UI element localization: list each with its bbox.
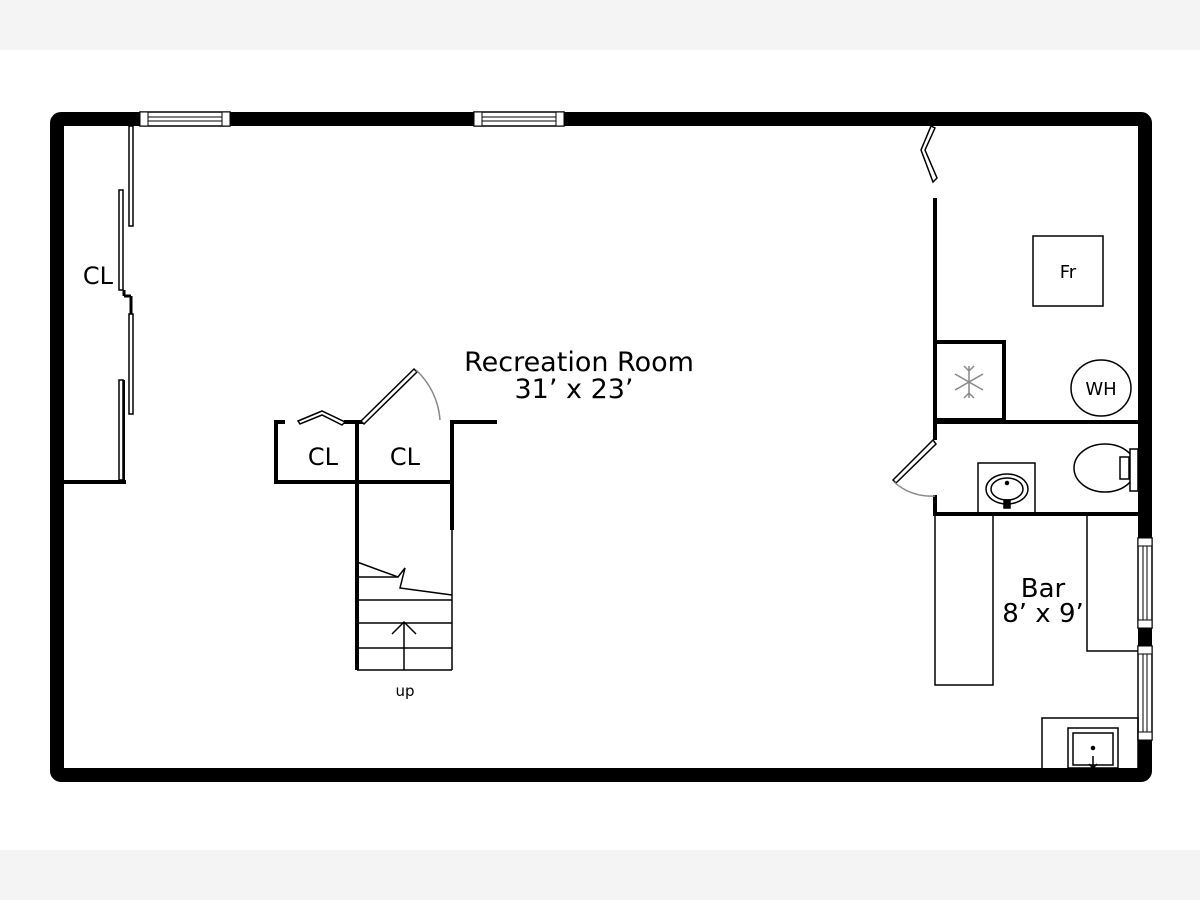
stair-break-line xyxy=(356,561,453,596)
bifold-door-utility xyxy=(920,124,938,184)
stair-closet-2-label: CL xyxy=(390,443,421,471)
up-arrow-icon xyxy=(391,620,417,670)
swing-door-closet xyxy=(359,367,441,426)
sliding-closet-doors xyxy=(118,125,134,481)
window-top-middle xyxy=(473,111,565,127)
left-closet xyxy=(64,125,134,484)
utility-walls xyxy=(891,124,1138,516)
bar-dimensions: 8’ x 9’ xyxy=(1002,599,1084,629)
water-heater xyxy=(1070,359,1132,417)
bar-counters xyxy=(934,513,1139,771)
left-closet-label: CL xyxy=(83,262,114,290)
staircase xyxy=(356,561,453,671)
window-top-left xyxy=(139,111,231,127)
bifold-door xyxy=(296,410,347,426)
freezer-label: Fr xyxy=(1060,262,1077,283)
stair-closets xyxy=(274,367,497,670)
recreation-room-name: Recreation Room xyxy=(464,347,694,378)
freezer xyxy=(1032,235,1104,307)
exterior-wall xyxy=(50,112,1152,782)
toilet xyxy=(1073,443,1139,493)
bath-sink xyxy=(977,462,1036,514)
top-margin-band xyxy=(0,0,1200,50)
snowflake-icon xyxy=(954,365,984,399)
recreation-room-dimensions: 31’ x 23’ xyxy=(514,374,633,405)
window-right-lower xyxy=(1137,645,1153,741)
bottom-margin-band xyxy=(0,850,1200,900)
window-right-upper xyxy=(1137,537,1153,629)
swing-door-bath xyxy=(891,438,937,497)
stairs-up-label: up xyxy=(395,682,414,700)
bar-name: Bar xyxy=(1021,574,1066,604)
bar-sink-counter xyxy=(1041,717,1139,771)
water-heater-label: WH xyxy=(1085,379,1116,400)
stair-closet-1-label: CL xyxy=(308,443,339,471)
